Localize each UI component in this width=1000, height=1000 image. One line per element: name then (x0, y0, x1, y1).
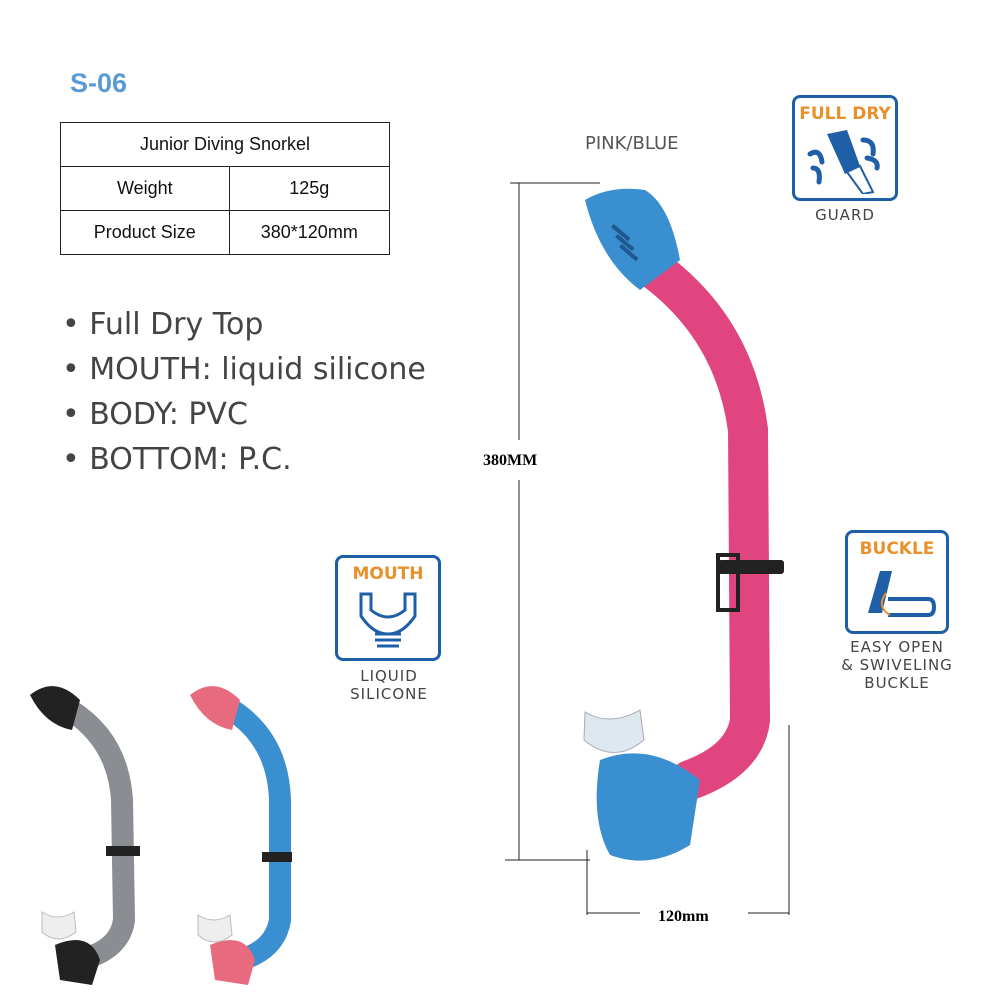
feature-item: MOUTH: liquid silicone (62, 347, 426, 392)
badge-caption: GUARD (815, 206, 875, 224)
badge-title: BUCKLE (859, 539, 935, 559)
caption-line: SILICONE (350, 685, 428, 703)
spec-value: 380*120mm (228, 210, 391, 255)
mouthpiece-icon (359, 592, 417, 648)
dimension-lines (505, 182, 790, 915)
pink-blue-snorkel (190, 686, 292, 985)
buckle-icon (868, 571, 937, 617)
black-snorkel (30, 686, 140, 985)
spec-title: Junior Diving Snorkel (60, 122, 390, 167)
main-snorkel (583, 188, 784, 861)
caption-line: LIQUID (360, 667, 418, 685)
feature-item: BODY: PVC (62, 392, 426, 437)
buckle-badge: BUCKLE (845, 530, 949, 634)
model-number: S-06 (70, 68, 128, 98)
feature-item: BOTTOM: P.C. (62, 437, 426, 482)
feature-list: Full Dry Top MOUTH: liquid silicone BODY… (62, 302, 426, 482)
feature-item: Full Dry Top (62, 302, 426, 347)
spec-label: Weight (60, 166, 230, 211)
badge-title: MOUTH (352, 564, 424, 584)
badge-title: FULL DRY (799, 104, 891, 124)
mouth-badge: MOUTH (335, 555, 441, 661)
dry-top-icon (807, 130, 880, 194)
caption-line: & SWIVELING (841, 656, 953, 674)
full-dry-badge: FULL DRY (792, 95, 898, 201)
caption-line: EASY OPEN (850, 638, 944, 656)
height-dimension: 380MM (483, 452, 538, 469)
caption-line: BUCKLE (864, 674, 930, 692)
spec-value: 125g (228, 166, 391, 211)
color-label: PINK/BLUE (585, 133, 679, 154)
width-dimension: 120mm (658, 908, 709, 925)
spec-label: Product Size (60, 210, 230, 255)
